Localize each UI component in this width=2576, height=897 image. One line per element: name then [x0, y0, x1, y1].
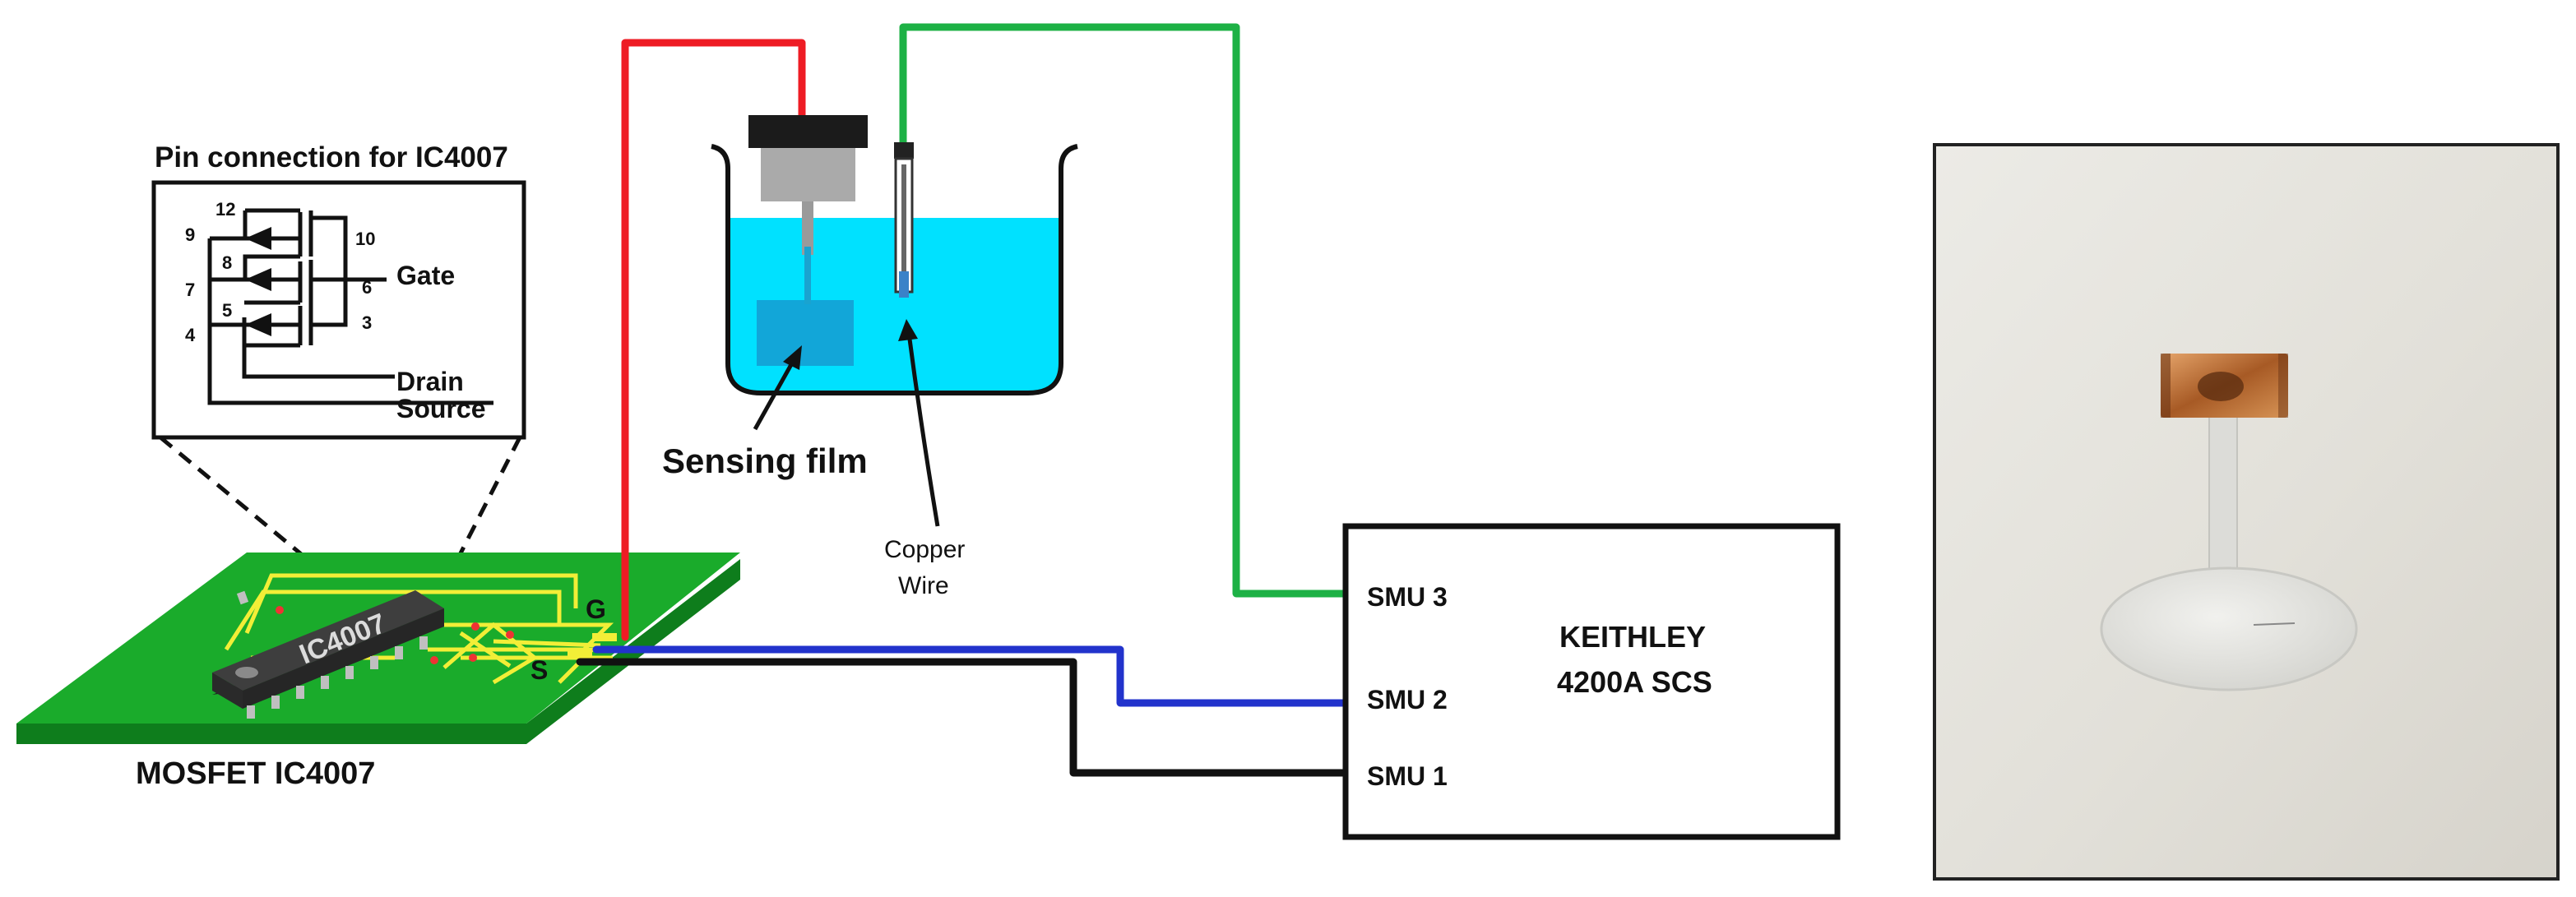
pin-10-label: 10 [355, 229, 375, 249]
instrument-name-line1: KEITHLEY [1559, 620, 1706, 654]
drain-label: Drain [396, 367, 464, 396]
beaker-glass [711, 144, 1078, 395]
electrode-clamp [748, 115, 868, 148]
pin-7-label: 7 [185, 280, 195, 300]
pin-diagram-title: Pin connection for IC4007 [155, 141, 508, 173]
instrument-name-line2: 4200A SCS [1557, 665, 1712, 699]
board-caption: MOSFET IC4007 [136, 756, 375, 791]
instrument-box [1342, 523, 1841, 840]
source-label: Source [396, 394, 485, 423]
pcb-side [16, 559, 740, 744]
circuit-board: IC4007 G S MOSFET IC4007 [16, 553, 740, 791]
source-wire [576, 658, 1353, 777]
pin-diagram-box [151, 180, 526, 440]
pin-connection-inset: Pin connection for IC4007 [151, 141, 526, 587]
pin-9-label: 9 [185, 224, 195, 245]
callout-line-right [442, 436, 522, 587]
keithley-instrument: SMU 3 SMU 2 SMU 1 KEITHLEY 4200A SCS [1342, 523, 1841, 840]
callout-line-left [159, 436, 341, 587]
pin-6-label: 6 [362, 277, 372, 298]
copper-wire-label-line2: Wire [898, 572, 949, 599]
photo-frame [1933, 143, 2560, 881]
electrode-body [761, 148, 855, 201]
gate-wire [621, 39, 806, 641]
pin-4-label: 4 [185, 325, 196, 345]
sensing-film-sample [757, 300, 854, 366]
copper-wire-label-line1: Copper [884, 536, 965, 563]
film-disc [2100, 566, 2358, 691]
drain-wire [592, 645, 1353, 707]
beaker: Sensing film Copper Wire [662, 115, 1078, 599]
pin-8-label: 8 [222, 252, 232, 273]
reference-wire [899, 23, 1353, 598]
pin-12-label: 12 [215, 199, 235, 220]
g-terminal-label: G [586, 594, 606, 624]
copper-wire-cap [894, 142, 914, 159]
smu3-label: SMU 3 [1367, 582, 1448, 612]
smu2-label: SMU 2 [1367, 685, 1448, 714]
smu1-label: SMU 1 [1367, 761, 1448, 791]
sensing-film-photo [1933, 143, 2560, 881]
copper-wire-arrow [906, 332, 940, 527]
pin-3-label: 3 [362, 312, 372, 333]
s-terminal-label: S [530, 655, 548, 685]
gate-label: Gate [396, 261, 455, 290]
ic4007-chip: IC4007 [212, 590, 444, 719]
mosfet-schematic [207, 208, 493, 405]
pin-5-label: 5 [222, 300, 232, 321]
sensing-film-arrow [753, 358, 796, 431]
sensing-film-label: Sensing film [662, 442, 868, 480]
